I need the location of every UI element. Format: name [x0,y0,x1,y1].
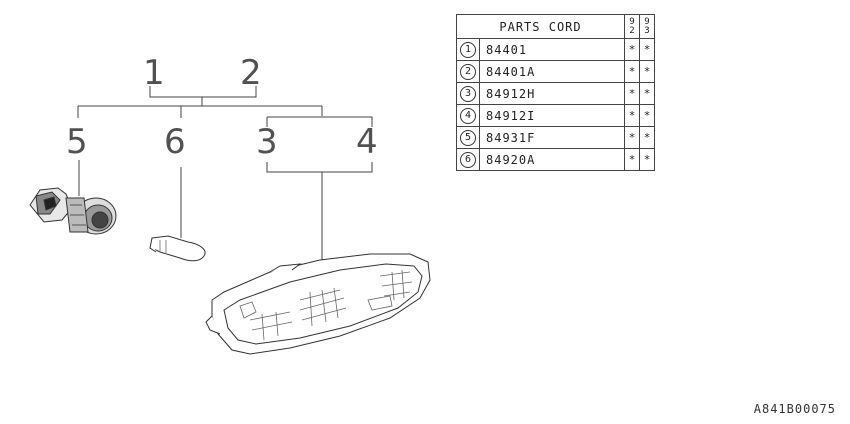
table-row: 1 84401 * * [456,38,655,61]
table-row: 2 84401A * * [456,60,655,83]
bracket-3-4 [266,116,373,127]
year-mark: * [639,148,655,171]
ref-number: 4 [460,108,476,124]
socket-part-drawing [29,187,117,235]
label-5: 5 [66,122,88,162]
part-code: 84401 [479,38,625,61]
table-row: 4 84912I * * [456,104,655,127]
ref-number: 2 [460,64,476,80]
table-row: 6 84920A * * [456,148,655,171]
label-1: 1 [143,53,165,93]
label-6: 6 [164,122,186,162]
ref-number: 3 [460,86,476,102]
year-mark: * [639,38,655,61]
part-code: 84401A [479,60,625,83]
part-code: 84912I [479,104,625,127]
bracket-1-2 [149,86,257,98]
year-mark: * [624,126,640,149]
leader-distribution [77,105,323,118]
ref-number: 5 [460,130,476,146]
year-mark: * [639,104,655,127]
year-mark: * [639,60,655,83]
label-4: 4 [356,122,378,162]
year-mark: * [624,38,640,61]
part-code: 84912H [479,82,625,105]
table-header-parts-cord: PARTS CORD [456,14,625,39]
table-row: 3 84912H * * [456,82,655,105]
ref-number: 6 [460,152,476,168]
year-mark: * [639,82,655,105]
year-mark: * [624,148,640,171]
label-2: 2 [240,53,262,93]
part-code: 84920A [479,148,625,171]
side-marker-lamp-drawing [205,253,431,355]
part-code: 84931F [479,126,625,149]
year-mark: * [624,82,640,105]
bulb-part-drawing [149,235,206,262]
ref-number: 1 [460,42,476,58]
year-mark: * [624,104,640,127]
bracket-3-4-lower [266,162,373,173]
diagram-reference-code: A841B00075 [753,402,836,416]
year-mark: * [639,126,655,149]
year-mark: * [624,60,640,83]
label-3: 3 [256,122,278,162]
table-row: 5 84931F * * [456,126,655,149]
